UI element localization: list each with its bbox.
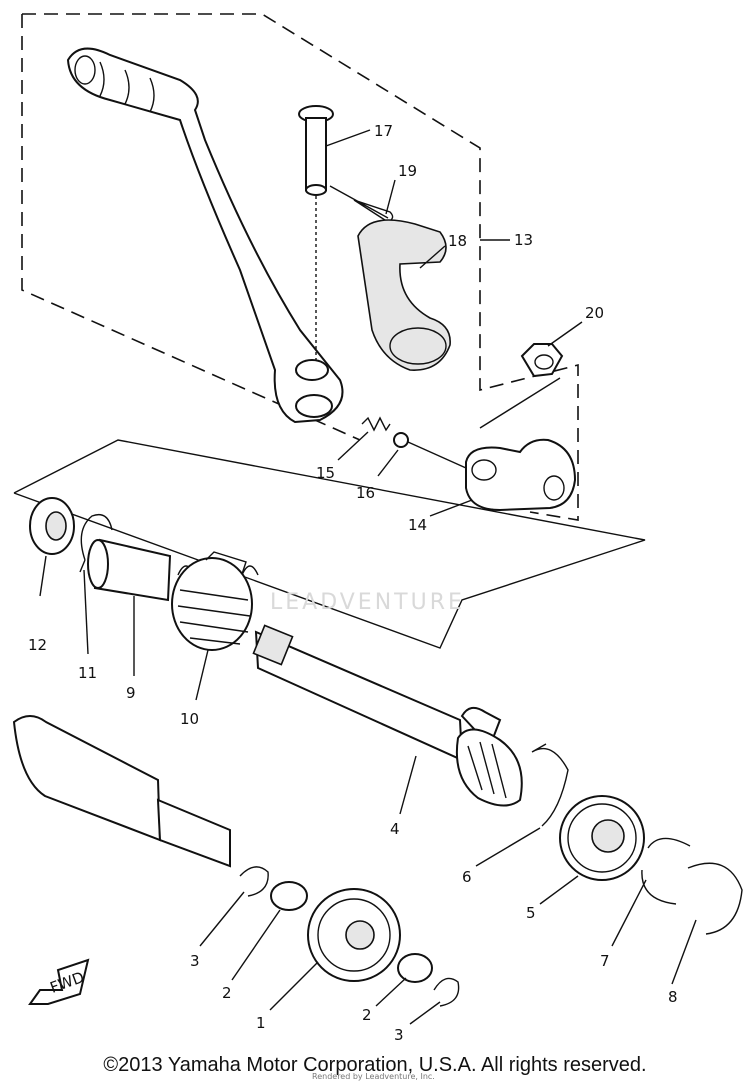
circlip-11[interactable]: [79, 513, 113, 573]
label-10: 10: [180, 710, 199, 728]
leader-lines: [39, 129, 697, 1025]
torsion-spring-10[interactable]: [171, 551, 259, 651]
pivot-pin-17[interactable]: [298, 105, 334, 360]
watermark: LEADVENTURE: [270, 590, 465, 615]
label-13: 13: [514, 231, 533, 249]
label-19: 19: [398, 162, 417, 180]
label-18: 18: [448, 232, 467, 250]
label-6: 6: [462, 868, 472, 886]
label-8: 8: [668, 988, 678, 1006]
label-7: 7: [600, 952, 610, 970]
label-20: 20: [585, 304, 604, 322]
label-11: 11: [78, 664, 97, 682]
circlip-8[interactable]: [687, 862, 743, 935]
nut-20[interactable]: [479, 343, 564, 429]
kick-boss-18[interactable]: [357, 219, 451, 371]
label-12: 12: [28, 636, 47, 654]
spring-15[interactable]: [361, 416, 391, 432]
kick-lever-14[interactable]: [465, 438, 577, 512]
label-9: 9: [126, 684, 136, 702]
clip-3-upper[interactable]: [239, 866, 269, 897]
idle-shaft: [12, 715, 231, 868]
assembly-13-outline: [21, 13, 579, 521]
ratchet-gear-5[interactable]: [559, 795, 645, 881]
kick-crank-arm[interactable]: [66, 47, 344, 424]
label-2-upper: 2: [222, 984, 232, 1002]
clip-3-lower[interactable]: [433, 977, 460, 1007]
forward-arrow-icon: FWD: [28, 958, 90, 1005]
kick-axle-4[interactable]: [252, 624, 523, 807]
label-4: 4: [390, 820, 400, 838]
washer-2-lower[interactable]: [397, 953, 433, 983]
clip-7[interactable]: [641, 837, 691, 905]
label-2-lower: 2: [362, 1006, 372, 1024]
cotter-pin-19[interactable]: [329, 185, 394, 223]
kick-idle-gear-1[interactable]: [307, 888, 401, 982]
label-1: 1: [256, 1014, 266, 1032]
label-5: 5: [526, 904, 536, 922]
assembly-9-outline: [13, 439, 646, 649]
label-3-lower: 3: [394, 1026, 404, 1044]
washer-2-upper[interactable]: [270, 881, 308, 911]
label-14: 14: [408, 516, 427, 534]
label-17: 17: [374, 122, 393, 140]
label-16: 16: [356, 484, 375, 502]
label-3-upper: 3: [190, 952, 200, 970]
circlip-6[interactable]: [531, 743, 569, 827]
oil-seal-12[interactable]: [29, 497, 75, 555]
spring-guide-9[interactable]: [87, 538, 172, 602]
label-15: 15: [316, 464, 335, 482]
ball-16[interactable]: [393, 432, 409, 448]
copyright-notice: ©2013 Yamaha Motor Corporation, U.S.A. A…: [103, 1054, 647, 1076]
render-credit: Rendered by Leadventure, Inc.: [312, 1072, 435, 1081]
